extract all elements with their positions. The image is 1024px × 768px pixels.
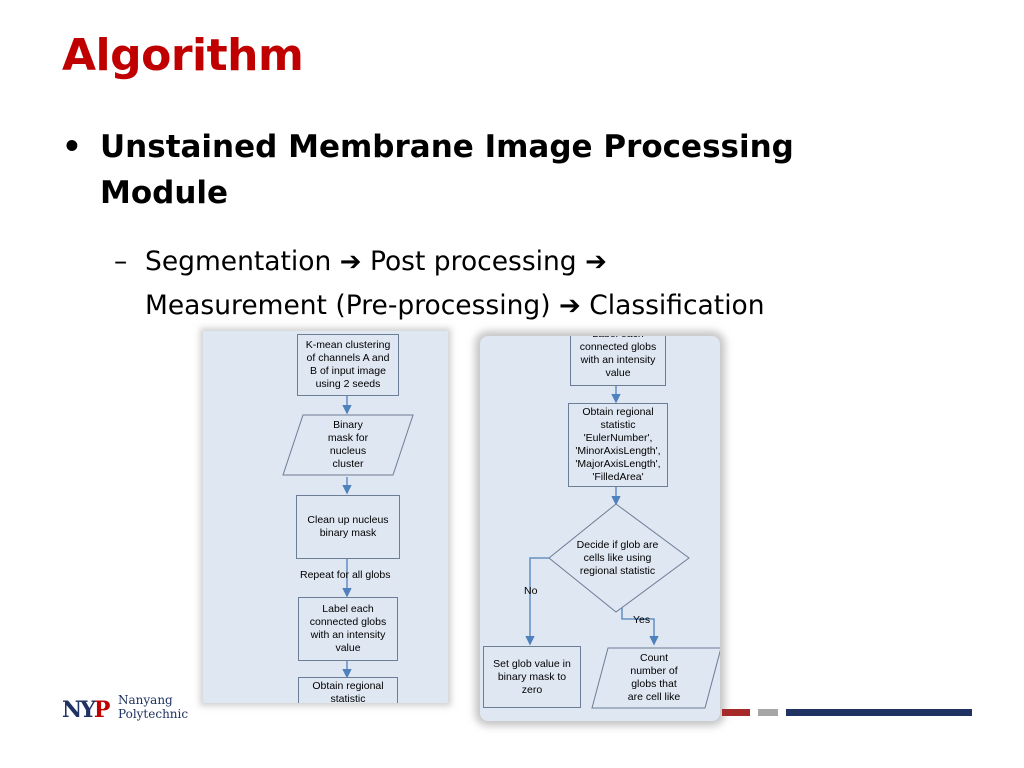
deco-bar-navy [786, 709, 972, 716]
no-label: No [524, 585, 538, 597]
bullet-2-text: Segmentation ➔ Post processing ➔ Measure… [145, 240, 974, 328]
nyp-logo-text: Nanyang Polytechnic [118, 693, 238, 721]
deco-bar-red [722, 709, 750, 716]
logo-letter-n: N [62, 697, 82, 723]
decision-diamond: Decide if glob are cells like using regi… [576, 538, 659, 577]
yes-label: Yes [633, 614, 651, 626]
logo-line-1: Nanyang [118, 693, 173, 707]
bullet-level-1: • Unstained Membrane Image Processing Mo… [62, 124, 922, 216]
nyp-logo-mark: NYP [62, 697, 110, 723]
flowchart-right-connectors [525, 386, 720, 709]
logo-letter-p: P [93, 697, 110, 723]
deco-bar-gray [758, 709, 778, 716]
step-post-processing: Post processing [369, 246, 577, 277]
obtain-statistic-box: Obtain regional statistic [298, 677, 398, 703]
logo-line-2: Polytechnic [118, 707, 189, 721]
step-measurement: Measurement (Pre-processing) [145, 290, 551, 321]
flowchart-left-panel: K-mean clustering of channels A and B of… [203, 331, 448, 703]
count-parallelogram: Count number of globs that are cell like [627, 652, 681, 703]
bullet-dot: • [62, 129, 82, 165]
repeat-label: Repeat for all globs [300, 569, 391, 581]
flowchart-left-connectors [282, 395, 414, 679]
label-globs-box: Label each connected globs with an inten… [298, 597, 398, 661]
label-globs-box-right: Label each connected globs with an inten… [570, 336, 666, 386]
right-arrow-icon: ➔ [585, 247, 607, 277]
step-segmentation: Segmentation [145, 246, 332, 277]
flowchart-right-panel: Label each connected globs with an inten… [480, 336, 720, 721]
binary-mask-parallelogram: Binary mask for nucleus cluster [327, 419, 369, 470]
bullet-dash: – [114, 246, 128, 277]
kmeans-clustering-box: K-mean clustering of channels A and B of… [297, 334, 399, 396]
set-zero-box: Set glob value in binary mask to zero [483, 646, 581, 708]
obtain-stats-box: Obtain regional statistic 'EulerNumber',… [568, 403, 668, 487]
slide-title: Algorithm [62, 30, 304, 81]
bullet-level-2: – Segmentation ➔ Post processing ➔ Measu… [114, 240, 974, 328]
step-classification: Classification [589, 290, 765, 321]
right-arrow-icon: ➔ [558, 291, 581, 321]
bullet-1-text: Unstained Membrane Image Processing Modu… [100, 129, 794, 211]
right-arrow-icon: ➔ [339, 247, 362, 277]
logo-letter-y: Y [80, 697, 96, 723]
cleanup-mask-box: Clean up nucleus binary mask [296, 495, 400, 559]
